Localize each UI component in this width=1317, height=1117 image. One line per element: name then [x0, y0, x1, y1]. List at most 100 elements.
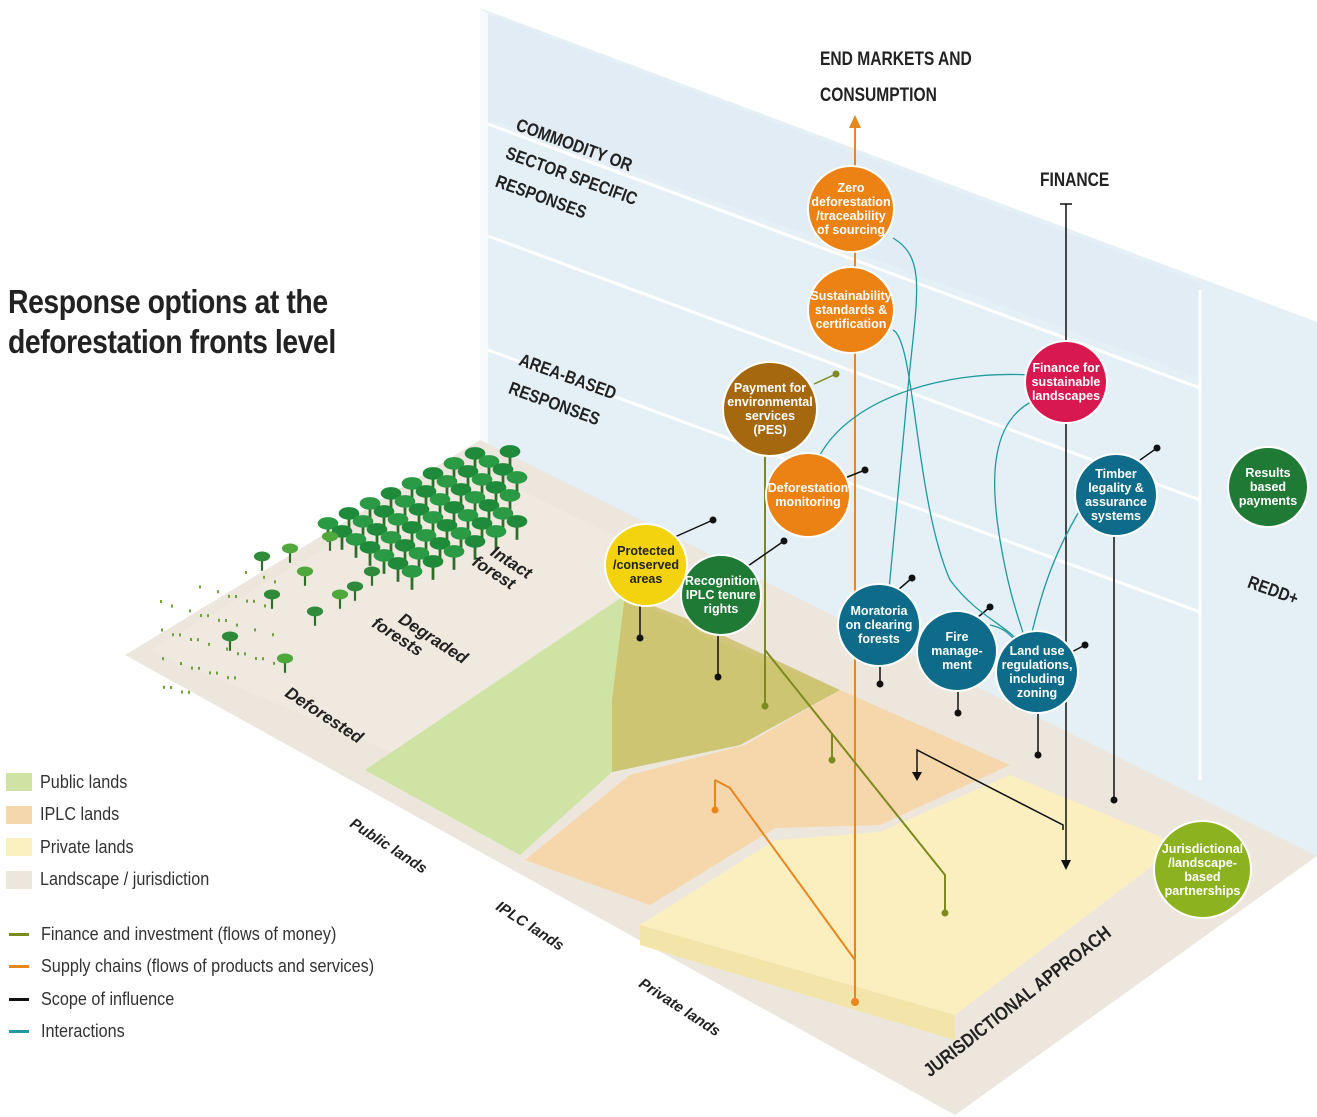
tree-icon	[408, 503, 430, 528]
legend-label-private: Private lands	[40, 836, 134, 857]
tree-icon	[443, 545, 465, 570]
tree-icon	[394, 539, 416, 564]
land-use-bubble: Land use regulations, including zoning	[997, 632, 1077, 712]
scope-dot-landuse	[1034, 751, 1042, 759]
tree-icon	[408, 547, 430, 572]
tree-icon	[394, 495, 416, 520]
seedling-icon	[226, 647, 228, 651]
tree-icon	[352, 515, 374, 540]
seedling-icon	[235, 595, 237, 598]
legend-label-landscape: Landscape / jurisdiction	[40, 869, 210, 890]
tree-cluster	[221, 445, 528, 673]
finance-diagonal-dot	[941, 909, 949, 917]
legend-swatch-public	[6, 773, 32, 792]
tree-icon	[422, 467, 444, 492]
scope-monitoring	[844, 469, 866, 479]
tree-icon	[499, 489, 521, 514]
tree-icon	[415, 529, 437, 554]
tree-icon	[373, 549, 395, 574]
seedling-icon	[161, 628, 163, 632]
supply-diagonal-dot	[711, 806, 719, 814]
finance-landscapes-bubble: Finance for sustainable landscapes	[1026, 342, 1106, 422]
forest-zone	[150, 465, 755, 775]
tree-icon	[345, 533, 367, 558]
legend-label-supply: Supply chains (flows of products and ser…	[41, 956, 375, 977]
seedling-icon	[263, 575, 265, 579]
seedling-icon	[237, 652, 239, 656]
legend-swatch-iplc	[6, 805, 32, 824]
finance-short-dot	[828, 756, 836, 764]
tree-icon	[506, 471, 528, 496]
seedling-icon	[181, 690, 183, 694]
legend-label-finance: Finance and investment (flows of money)	[41, 923, 337, 944]
interaction-zero-moratoria	[887, 237, 918, 601]
seedling-icon	[207, 614, 209, 618]
scope-iplc-top	[744, 540, 785, 569]
seedling-icon	[246, 599, 248, 603]
seedling-icon	[236, 623, 238, 627]
deforested-dots	[160, 571, 276, 694]
seedling-icon	[208, 642, 210, 646]
public-dark-area	[612, 595, 840, 772]
deforestation-monitoring-bubble: Deforestation monitoring	[767, 454, 849, 536]
scope-arrowhead-1	[912, 772, 922, 781]
wall-edge	[480, 8, 488, 548]
zero-deforestation-bubble: Zero deforestation /traceability of sour…	[809, 167, 893, 251]
seedling-icon	[245, 571, 247, 574]
tree-icon	[485, 481, 507, 506]
legend-swatch-landscape	[6, 870, 32, 889]
seedling-icon	[216, 671, 218, 675]
seedling-icon	[198, 666, 200, 670]
finance-arrowhead	[1061, 860, 1071, 870]
finance-diagonal-line	[764, 649, 946, 913]
sustainability-text: Sustainability standards & certification	[810, 289, 892, 331]
scope-dot-fire	[954, 709, 962, 717]
sustainability-bubble: Sustainability standards & certification	[809, 268, 893, 352]
private-lands-area	[640, 775, 1180, 1015]
tree-icon	[363, 566, 381, 586]
scope-line-jurisdiction	[916, 748, 1064, 830]
scope-dot-monitoring	[861, 466, 869, 474]
seedling-icon	[217, 590, 219, 594]
end-markets-line-1: END MARKETS AND	[820, 49, 972, 70]
tree-icon	[478, 499, 500, 524]
interaction-finance-pes	[819, 373, 1031, 456]
tree-icon	[263, 589, 281, 609]
tree-icon	[457, 465, 479, 490]
tree-icon	[485, 525, 507, 550]
seedling-icon	[200, 614, 202, 617]
tree-icon	[321, 531, 339, 551]
legend-item-finance: Finance and investment (flows of money)	[6, 918, 411, 951]
tree-icon	[281, 543, 299, 563]
tree-icon	[387, 513, 409, 538]
supply-chain-arrowhead	[849, 115, 861, 128]
tree-icon	[366, 523, 388, 548]
tree-icon	[359, 497, 381, 522]
legend-item-public: Public lands	[6, 766, 411, 799]
timber-text: Timber legality & assurance systems	[1085, 467, 1147, 523]
zero-deforestation-text: Zero deforestation /traceability of sour…	[811, 181, 891, 237]
seedling-icon	[191, 666, 193, 670]
tree-icon	[422, 511, 444, 536]
tree-icon	[346, 581, 364, 601]
seedling-icon	[188, 690, 190, 694]
seedling-icon	[218, 618, 220, 622]
tree-icon	[478, 455, 500, 480]
seedling-icon	[234, 676, 236, 680]
legend-line-scope	[9, 997, 29, 1001]
jurisdictional-partnerships-bubble: Jurisdictional /landscape- based partner…	[1155, 822, 1250, 917]
tree-icon	[221, 631, 239, 651]
seedling-icon	[272, 633, 274, 637]
results-payments-bubble: Results based payments	[1229, 448, 1307, 526]
iplc-lands-area	[525, 690, 1010, 905]
tree-icon	[387, 557, 409, 582]
pes-connector	[813, 373, 837, 385]
seedling-icon	[163, 685, 165, 689]
tree-icon	[422, 555, 444, 580]
tree-icon	[306, 606, 324, 626]
seedling-icon	[171, 604, 173, 608]
seedling-icon	[189, 609, 191, 613]
page-title: Response options at the deforestation fr…	[8, 282, 428, 362]
tree-icon	[380, 531, 402, 556]
protected-areas-bubble: Protected /conserved areas	[606, 525, 686, 605]
